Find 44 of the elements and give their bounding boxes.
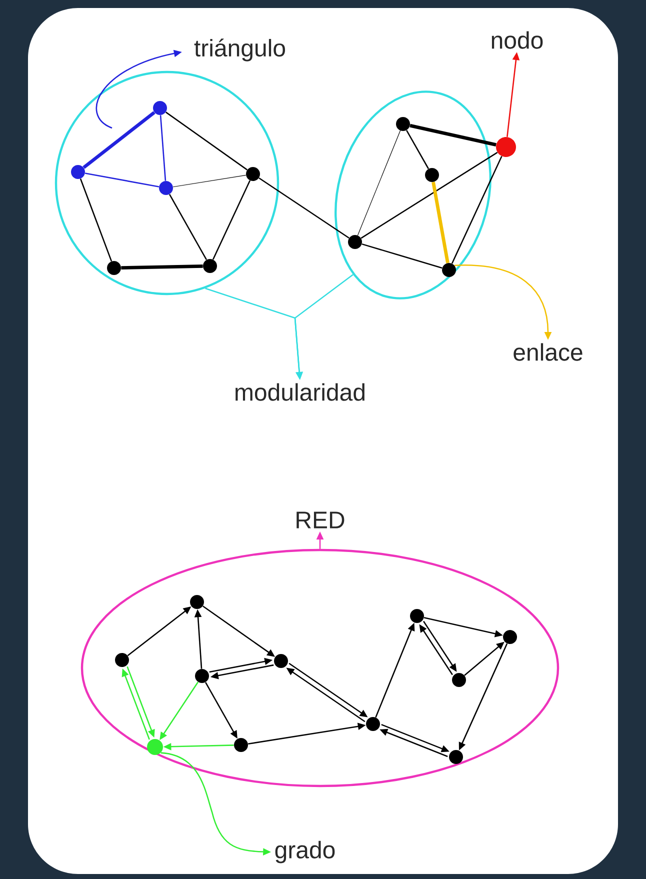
annotation-text: triángulo [194,38,285,62]
graph-edge [406,130,429,170]
vertex-dot [246,167,260,181]
graph-edge [212,180,251,260]
vertex-dot [147,739,163,755]
vertex-dot [496,137,516,157]
vertex-dot [449,750,463,764]
vertex-dot [203,259,217,273]
vertex-dot [195,669,209,683]
graph-edge [172,174,246,188]
graph-edge [166,112,248,170]
cluster-circle [54,70,280,296]
annotation-text: grado [275,840,335,864]
vertex-dot [410,609,424,623]
graph-edge [84,172,160,188]
graph-edge [160,115,166,181]
graph-edge [82,111,156,169]
annotation-text: enlace [514,343,582,361]
vertex-dot [159,181,173,195]
vertex-dot [153,101,167,115]
annotation-text: nodo [492,31,543,49]
annotation-text: modularidad [236,383,364,401]
graph-edge [357,130,401,236]
graph-edge [168,194,208,260]
graph-edge [451,156,502,264]
graph-edge [258,177,350,239]
vertex-dot [442,263,456,277]
graph-edge [410,124,496,146]
graph-edge [362,243,442,269]
vertex-dot [234,738,248,752]
vertex-dot [115,653,129,667]
vertex-dot [71,165,85,179]
graph-edge [80,178,112,262]
graph-edge [121,264,203,270]
vertex-dot [348,235,362,249]
graph-edge [432,182,450,264]
vertex-dot [107,261,121,275]
vertex-dot [425,168,439,182]
vertex-dot [452,673,466,687]
vertex-dot [274,654,288,668]
graph-edge [360,152,498,239]
network-ellipse [80,548,560,788]
annotation-text: RED [296,512,344,528]
vertex-dot [396,117,410,131]
